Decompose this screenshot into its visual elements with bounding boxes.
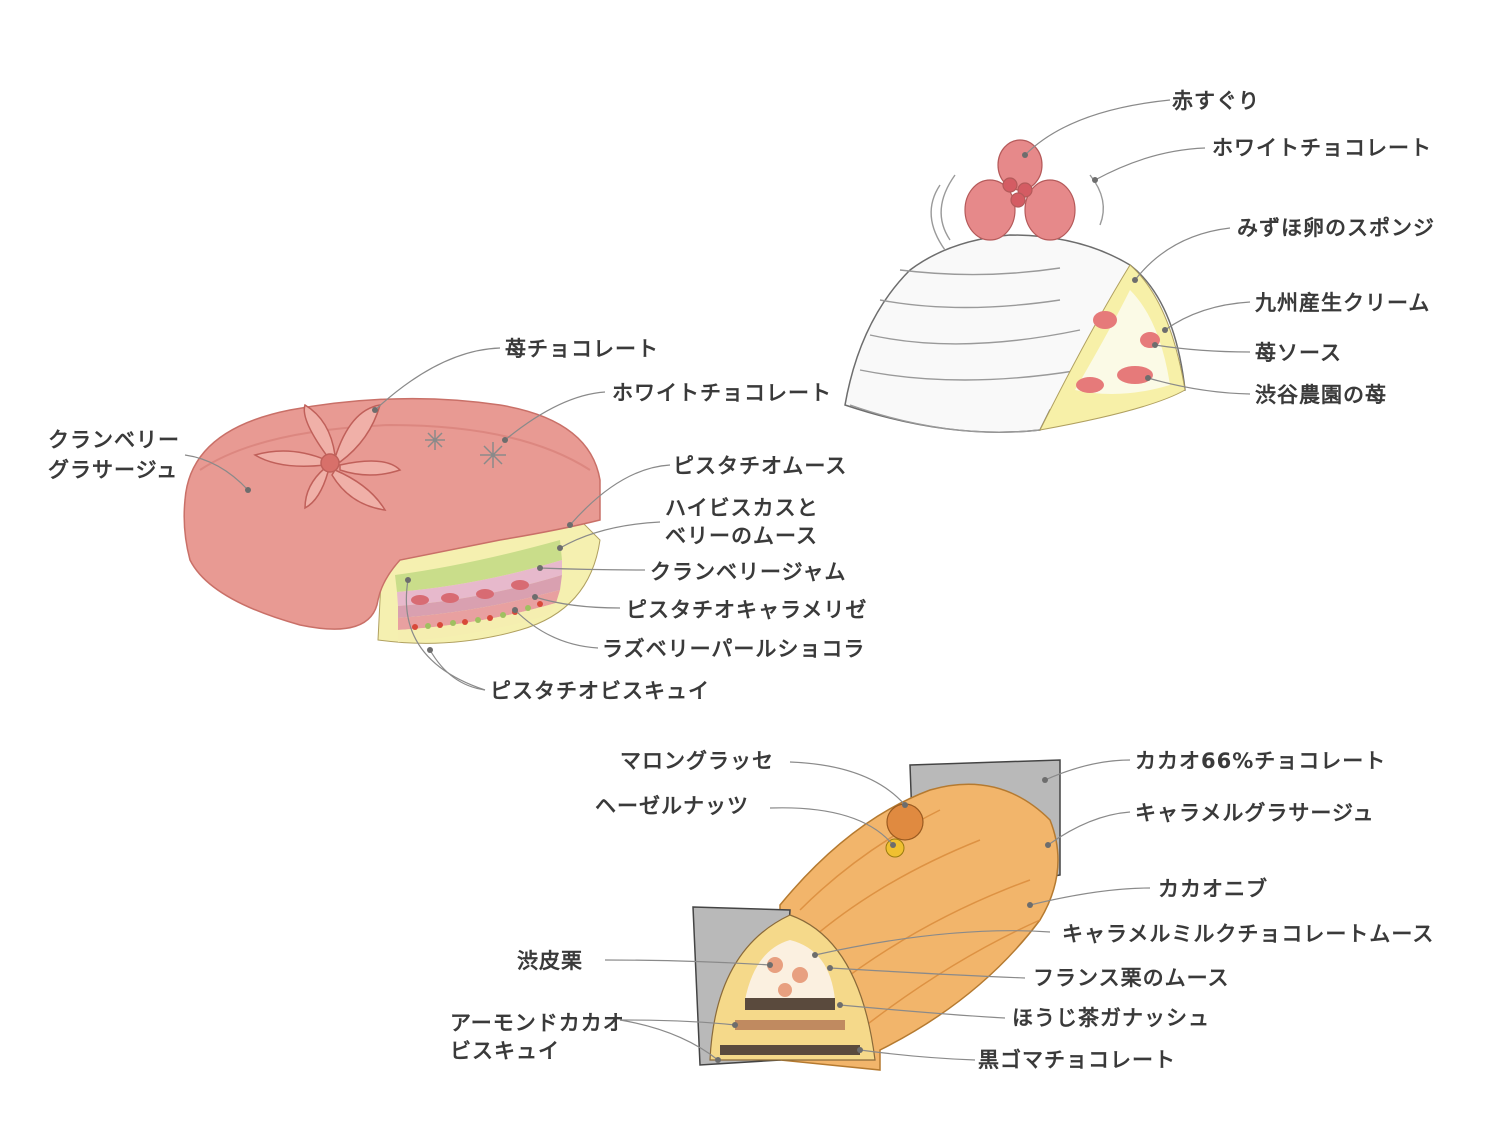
log-cake-labels: マロングラッセ ヘーゼルナッツ カカオ66%チョコレート キャラメルグラサージュ…: [450, 749, 1434, 1072]
label-caramel-milk-chocolate-mousse: キャラメルミルクチョコレートムース: [1062, 922, 1434, 946]
label-pistachio-biscuit: ピスタチオビスキュイ: [490, 679, 710, 703]
snowflake-decoration: [425, 430, 506, 468]
label-white-chocolate: ホワイトチョコレート: [1212, 136, 1432, 160]
label-french-chestnut-mousse: フランス栗のムース: [1033, 966, 1230, 990]
label-astringent-chestnut: 渋皮栗: [517, 949, 583, 973]
label-hojicha-ganache: ほうじ茶ガナッシュ: [1012, 1006, 1210, 1030]
label-cranberry-jam: クランベリージャム: [650, 560, 847, 584]
label-pistachio-mousse: ピスタチオムース: [673, 454, 847, 478]
cranberry-cake-labels: 苺チョコレート ホワイトチョコレート クランベリー グラサージュ ピスタチオムー…: [48, 337, 867, 703]
marron-glace-topping: [886, 803, 924, 841]
strawberry-topping: [964, 139, 1076, 241]
label-marron-glace: マロングラッセ: [620, 749, 774, 773]
label-strawberry-chocolate: 苺チョコレート: [505, 337, 659, 361]
label-black-sesame-chocolate: 黒ゴマチョコレート: [978, 1048, 1176, 1072]
label-white-chocolate: ホワイトチョコレート: [612, 381, 832, 405]
label-biscuit: ビスキュイ: [450, 1039, 560, 1063]
leader-lines: [184, 99, 1251, 1063]
label-cacao-66-chocolate: カカオ66%チョコレート: [1135, 749, 1386, 773]
label-pistachio-caramelise: ピスタチオキャラメリゼ: [626, 598, 867, 622]
label-cacao-nib: カカオニブ: [1158, 877, 1268, 901]
label-caramel-glacage: キャラメルグラサージュ: [1135, 801, 1374, 825]
hazelnut-topping: [885, 838, 905, 858]
label-cranberry: クランベリー: [48, 428, 180, 452]
dome-cake-cross-section: [1039, 264, 1186, 431]
label-mizuho-egg-sponge: みずほ卵のスポンジ: [1237, 216, 1435, 240]
label-redcurrant: 赤すぐり: [1172, 89, 1260, 113]
label-kyushu-fresh-cream: 九州産生クリーム: [1254, 291, 1430, 315]
dome-cake: [844, 139, 1186, 433]
chocolate-flower-decoration: [253, 403, 402, 511]
label-hazelnut: ヘーゼルナッツ: [595, 794, 749, 818]
label-shibuya-farm-strawberry: 渋谷農園の苺: [1255, 383, 1387, 407]
label-strawberry-sauce: 苺ソース: [1255, 341, 1342, 365]
label-raspberry-pearl-chocolat: ラズベリーパールショコラ: [602, 637, 865, 661]
dome-cake-labels: 赤すぐり ホワイトチョコレート みずほ卵のスポンジ 九州産生クリーム 苺ソース …: [1172, 89, 1435, 407]
cranberry-cake: [183, 397, 601, 644]
label-berry-mousse: ベリーのムース: [665, 524, 818, 548]
label-almond-cacao: アーモンドカカオ: [450, 1011, 625, 1035]
label-hibiscus: ハイビスカスと: [665, 496, 819, 520]
label-glacage: グラサージュ: [48, 458, 178, 482]
